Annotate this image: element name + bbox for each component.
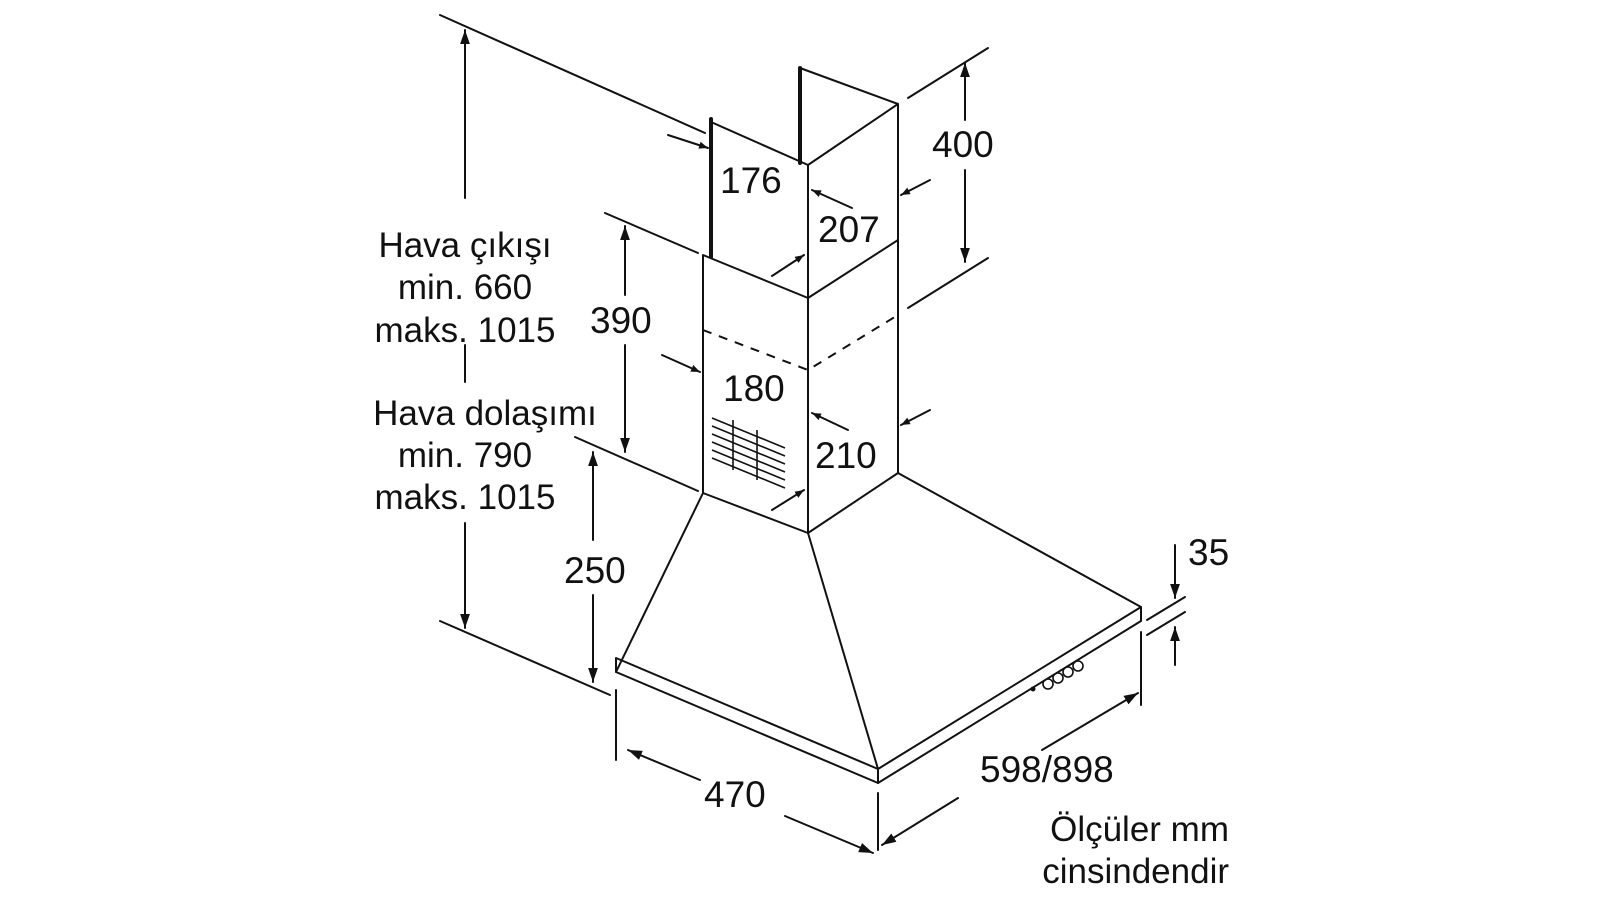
units-note-line2: cinsindendir: [1042, 852, 1229, 891]
air-outlet-title: Hava çıkışı: [378, 226, 551, 265]
air-outlet-label: Hava çıkışı min. 660 maks. 1015: [375, 226, 556, 350]
dimension-180: 180: [723, 368, 785, 409]
dimension-176: 176: [720, 160, 782, 201]
dimension-35: 35: [1188, 532, 1229, 573]
air-outlet-min: min. 660: [398, 268, 532, 307]
dimension-598-898: 598/898: [980, 749, 1114, 790]
dimension-210: 210: [815, 435, 877, 476]
dimension-470: 470: [704, 774, 766, 815]
air-outlet-max: maks. 1015: [375, 311, 556, 350]
units-note-line1: Ölçüler mm: [1050, 810, 1229, 849]
dimension-207: 207: [818, 209, 880, 250]
dimension-250: 250: [564, 550, 626, 591]
control-knobs: [1030, 660, 1084, 692]
air-circulation-min: min. 790: [398, 436, 532, 475]
air-circulation-max: maks. 1015: [375, 478, 556, 517]
vent-grille: [711, 417, 786, 489]
air-circulation-label: Hava dolaşımı min. 790 maks. 1015: [373, 394, 597, 517]
dimension-400: 400: [932, 124, 994, 165]
dimension-390: 390: [590, 300, 652, 341]
air-circulation-title: Hava dolaşımı: [373, 394, 597, 433]
extension-lines: [439, 14, 1186, 851]
hood-outline: [615, 66, 1142, 784]
units-note: Ölçüler mm cinsindendir: [1042, 810, 1229, 891]
dimension-lines: [460, 29, 1180, 854]
